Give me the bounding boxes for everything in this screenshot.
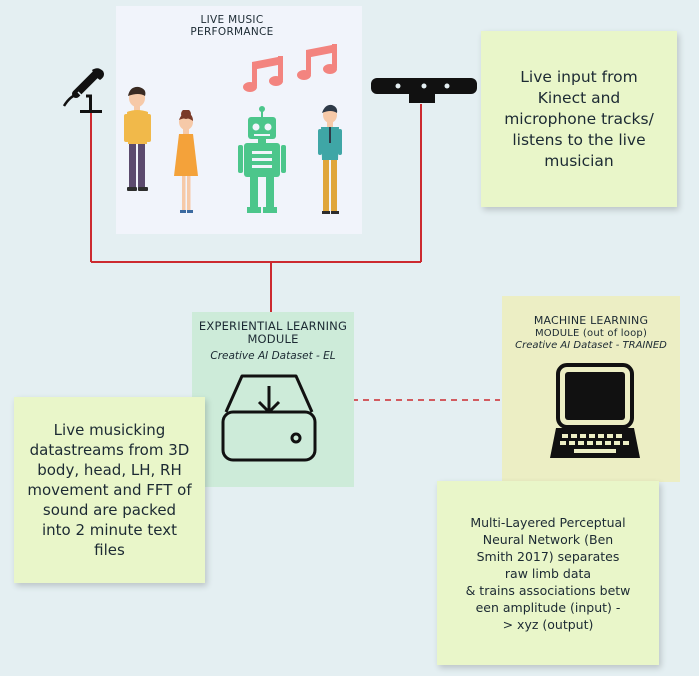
datastream-note-line: Live musicking	[53, 421, 166, 439]
ml-module-title-line1: MACHINE LEARNING	[533, 314, 649, 327]
network-note-line: > xyz (output)	[502, 616, 594, 632]
performance-title-line1: LIVE MUSIC	[200, 14, 264, 26]
performance-title-line2: PERFORMANCE	[190, 26, 274, 38]
el-module-title-line2: MODULE	[247, 332, 299, 346]
microphone-icon	[62, 68, 104, 113]
datastream-note-line: datastreams from 3D	[29, 441, 190, 459]
ml-module-title: MACHINE LEARNING MODULE (out of loop)	[502, 314, 680, 340]
robot-figure	[238, 106, 286, 213]
performance-title: LIVE MUSIC PERFORMANCE	[116, 14, 348, 38]
network-note-line: een amplitude (input) -	[475, 599, 621, 615]
el-module-title: EXPERIENTIAL LEARNING MODULE	[192, 320, 354, 346]
kinect-note-line: Live input from	[520, 67, 638, 86]
network-note-text: Multi-Layered Perceptual Neural Network …	[466, 514, 631, 633]
network-note-line: Smith 2017) separates	[476, 548, 620, 564]
network-note-line: raw limb data	[504, 565, 592, 581]
download-drive-icon	[221, 374, 317, 462]
machine-learning-module: MACHINE LEARNING MODULE (out of loop) Cr…	[502, 296, 680, 482]
el-module-subtitle: Creative AI Dataset - EL	[210, 350, 336, 362]
musician-man-2-figure	[318, 104, 342, 214]
network-note-line: Multi-Layered Perceptual	[470, 514, 626, 530]
performance-panel: LIVE MUSIC PERFORMANCE	[116, 6, 362, 234]
kinect-note-text: Live input from Kinect and microphone tr…	[504, 67, 654, 172]
network-note-line: & trains associations betw	[465, 582, 631, 598]
datastream-note-line: movement and FFT of	[27, 481, 192, 499]
kinect-note-line: microphone tracks/	[504, 109, 654, 128]
datastream-note-line: sound are packed	[42, 501, 177, 519]
datastream-note-line: files	[94, 541, 125, 559]
datastream-note: Live musicking datastreams from 3D body,…	[14, 397, 205, 583]
network-note-line: Neural Network (Ben	[482, 531, 614, 547]
kinect-note-line: musician	[544, 151, 614, 170]
kinect-input-note: Live input from Kinect and microphone tr…	[481, 31, 677, 207]
musician-man-figure	[124, 86, 151, 191]
datastream-note-line: into 2 minute text	[41, 521, 178, 539]
kinect-note-line: listens to the live	[512, 130, 646, 149]
computer-icon	[550, 363, 640, 458]
datastream-note-text: Live musicking datastreams from 3D body,…	[27, 420, 191, 560]
music-notes-icon	[243, 44, 337, 92]
ml-module-subtitle: Creative AI Dataset - TRAINED	[515, 340, 667, 351]
el-module-title-line1: EXPERIENTIAL LEARNING	[198, 319, 348, 333]
kinect-note-line: Kinect and	[537, 88, 621, 107]
kinect-sensor-icon	[371, 78, 477, 103]
musician-woman-figure	[174, 110, 198, 213]
ml-module-title-line2: MODULE (out of loop)	[534, 328, 648, 339]
experiential-learning-module: EXPERIENTIAL LEARNING MODULE Creative AI…	[192, 312, 354, 487]
datastream-note-line: body, head, LH, RH	[37, 461, 182, 479]
neural-network-note: Multi-Layered Perceptual Neural Network …	[437, 481, 659, 665]
